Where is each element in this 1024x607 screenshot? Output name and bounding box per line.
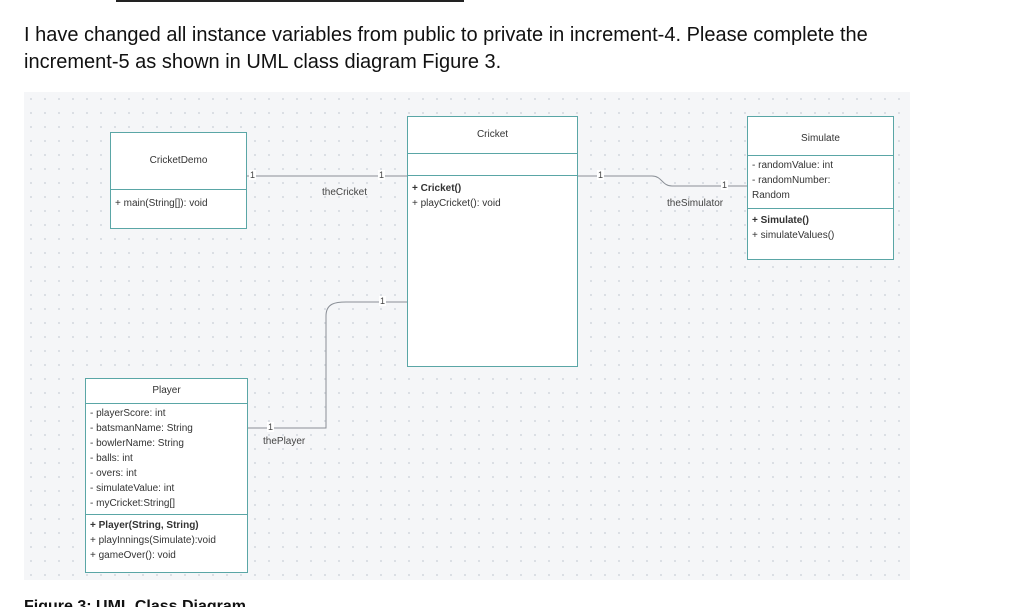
method: + simulateValues(): [752, 230, 835, 241]
class-player: Player - playerScore: int - batsmanName:…: [85, 378, 248, 573]
multiplicity-label: 1: [379, 296, 387, 306]
method: + gameOver(): void: [90, 550, 176, 561]
method: + Cricket(): [412, 183, 462, 194]
methods-section: + Player(String, String) + playInnings(S…: [86, 514, 247, 563]
multiplicity-label: 1: [378, 170, 386, 180]
attributes-section: - playerScore: int - batsmanName: String…: [86, 403, 247, 514]
attribute: - randomNumber:: [752, 175, 831, 186]
attributes-section: - randomValue: int - randomNumber: Rando…: [748, 155, 893, 208]
attribute: - batsmanName: String: [90, 423, 193, 434]
attribute: - bowlerName: String: [90, 438, 184, 449]
class-name: Cricket: [476, 129, 509, 140]
multiplicity-label: 1: [597, 170, 605, 180]
class-name: Player: [152, 385, 181, 396]
question-text: I have changed all instance variables fr…: [24, 24, 868, 73]
class-name: CricketDemo: [149, 155, 208, 166]
top-border-line: [116, 0, 464, 2]
attributes-section: [408, 153, 577, 175]
multiplicity-label: 1: [249, 170, 257, 180]
attribute: Random: [752, 190, 790, 201]
attribute: - overs: int: [90, 468, 137, 479]
methods-section: + Simulate() + simulateValues(): [748, 208, 893, 243]
class-name: Simulate: [801, 133, 840, 144]
class-simulate: Simulate - randomValue: int - randomNumb…: [747, 116, 894, 260]
association-line-thesimulator: [578, 175, 747, 187]
method: + Simulate(): [752, 215, 809, 226]
association-line-theplayer: [247, 301, 407, 429]
class-cricketdemo: CricketDemo + main(String[]): void: [110, 132, 247, 229]
method: + main(String[]): void: [115, 198, 208, 209]
class-cricket: Cricket + Cricket() + playCricket(): voi…: [407, 116, 578, 367]
method: + Player(String, String): [90, 520, 199, 531]
figure-caption: Figure 3: UML Class Diagram: [24, 598, 246, 607]
method: + playCricket(): void: [412, 198, 501, 209]
methods-section: + main(String[]): void: [111, 189, 246, 227]
attribute: - simulateValue: int: [90, 483, 175, 494]
attribute: - myCricket:String[]: [90, 498, 176, 509]
multiplicity-label: 1: [267, 422, 275, 432]
method: + playInnings(Simulate):void: [90, 535, 216, 546]
attribute: - playerScore: int: [90, 408, 166, 419]
attribute: - randomValue: int: [752, 160, 833, 171]
multiplicity-label: 1: [721, 180, 729, 190]
methods-section: + Cricket() + playCricket(): void: [408, 175, 577, 211]
role-label-thesimulator: theSimulator: [667, 198, 724, 209]
role-label-thecricket: theCricket: [322, 187, 368, 198]
attribute: - balls: int: [90, 453, 133, 464]
role-label-theplayer: thePlayer: [263, 436, 306, 447]
